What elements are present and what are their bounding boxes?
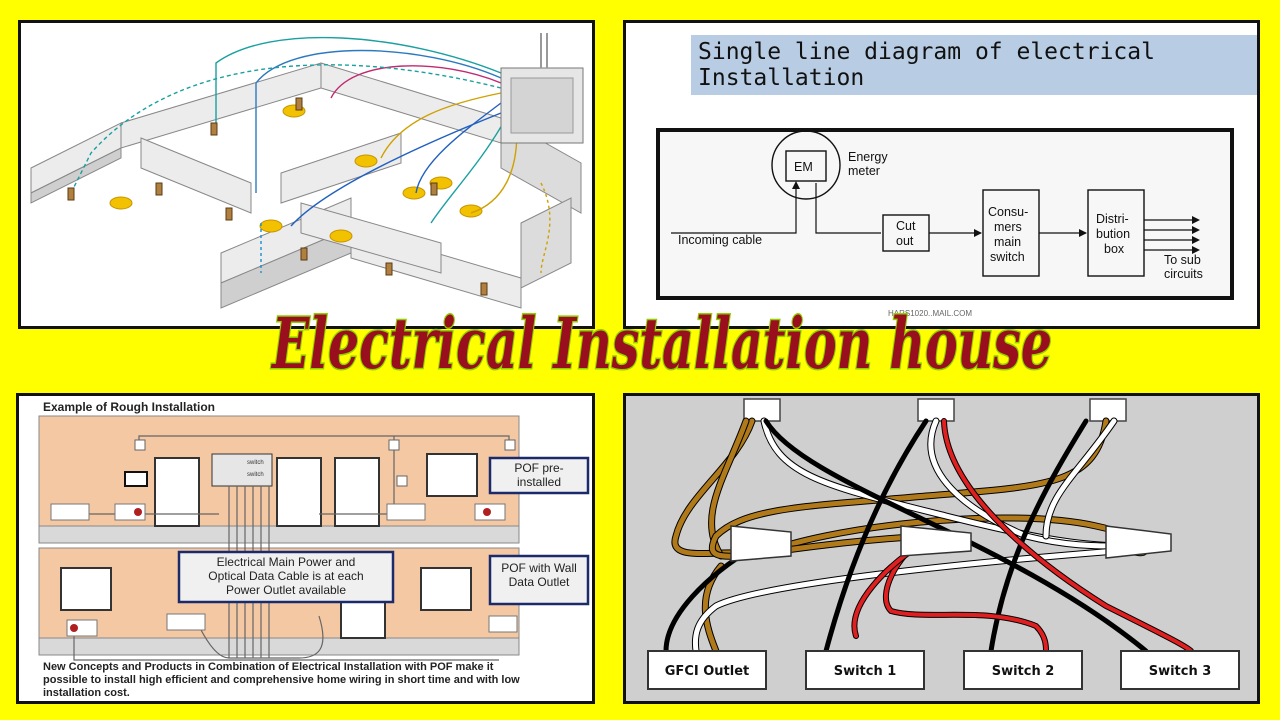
svg-text:Electrical Main Power and: Electrical Main Power and bbox=[217, 555, 356, 569]
switch-label: switch bbox=[247, 460, 264, 466]
distribution-box bbox=[1087, 189, 1145, 277]
svg-text:out: out bbox=[896, 234, 914, 248]
svg-text:POF pre-: POF pre- bbox=[514, 461, 563, 475]
diagram-title-band bbox=[691, 35, 1257, 95]
gfci-outlet-box bbox=[647, 650, 767, 690]
svg-text:Optical Data Cable is at each: Optical Data Cable is at each bbox=[208, 569, 363, 583]
svg-text:Power Outlet available: Power Outlet available bbox=[226, 583, 346, 597]
svg-text:switch: switch bbox=[247, 472, 264, 478]
rough-installation-description: New Concepts and Products in Combination… bbox=[43, 661, 520, 699]
rough-installation-diagram: Example of Rough Installation switch swi… bbox=[16, 393, 595, 704]
gfci-outlet-label: GFCI Outlet bbox=[665, 664, 749, 679]
headline-text: Electrical Installation house bbox=[271, 302, 1052, 385]
svg-text:bution: bution bbox=[1096, 227, 1130, 241]
switch-2-box bbox=[963, 650, 1083, 690]
switch-3-box bbox=[1120, 650, 1240, 690]
svg-text:installation cost.: installation cost. bbox=[43, 687, 130, 699]
switch-1-box bbox=[805, 650, 925, 690]
diagram-title-line2: Installation bbox=[698, 65, 864, 91]
pof-wall-outlet-callout bbox=[488, 554, 590, 606]
svg-text:New Concepts and Products in C: New Concepts and Products in Combination… bbox=[43, 661, 494, 673]
svg-text:Cut: Cut bbox=[896, 219, 916, 233]
svg-text:installed: installed bbox=[517, 475, 561, 489]
svg-text:switch: switch bbox=[990, 250, 1025, 264]
switch-wiring-diagram: GFCI Outlet Switch 1 Switch 2 Switch 3 bbox=[623, 393, 1260, 704]
switch-2-label: Switch 2 bbox=[992, 664, 1055, 679]
single-line-diagram: Single line diagram of electrical Instal… bbox=[623, 20, 1260, 329]
svg-text:Consu-: Consu- bbox=[988, 205, 1028, 219]
diagram-title: Single line diagram of electrical bbox=[698, 39, 1155, 65]
svg-text:mers: mers bbox=[994, 220, 1022, 234]
energy-meter-label: Energy bbox=[848, 150, 888, 164]
svg-text:POF with Wall: POF with Wall bbox=[501, 561, 577, 575]
svg-text:main: main bbox=[994, 235, 1021, 249]
headline: Electrical Installation house bbox=[262, 290, 1062, 390]
switch-1-label: Switch 1 bbox=[834, 664, 897, 679]
power-outlets bbox=[50, 503, 518, 637]
em-label: EM bbox=[794, 160, 813, 174]
pof-preinstalled-callout bbox=[488, 456, 590, 495]
to-sub-circuits-label: To sub bbox=[1164, 253, 1201, 267]
svg-text:possible to install high effi: possible to install high efficient and c… bbox=[43, 674, 520, 686]
svg-text:box: box bbox=[1104, 242, 1125, 256]
watermark: HARS1020..MAIL.COM bbox=[888, 309, 972, 318]
main-power-callout bbox=[177, 550, 395, 604]
switch-3-label: Switch 3 bbox=[1149, 664, 1212, 679]
svg-text:circuits: circuits bbox=[1164, 267, 1203, 281]
rough-installation-title: Example of Rough Installation bbox=[43, 400, 215, 414]
house-wiring-illustration bbox=[18, 20, 595, 329]
svg-text:Distri-: Distri- bbox=[1096, 212, 1129, 226]
incoming-cable-label: Incoming cable bbox=[678, 233, 762, 247]
energy-meter-circle bbox=[771, 130, 841, 200]
svg-text:meter: meter bbox=[848, 164, 880, 178]
svg-text:Data Outlet: Data Outlet bbox=[509, 575, 570, 589]
